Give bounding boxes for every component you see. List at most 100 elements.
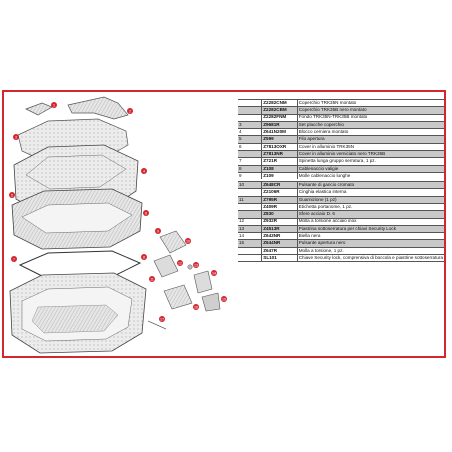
part-code: Z409R	[261, 202, 298, 211]
svg-text:14: 14	[212, 271, 216, 275]
part-number: 14	[238, 232, 263, 240]
callout-badge: 16	[193, 304, 199, 310]
aluminium-cover-icon	[67, 96, 129, 120]
part-description: Sfere acciaio D. 6	[297, 210, 444, 219]
part-number: 9	[238, 171, 263, 180]
part-description: Coperchio TRK35N montato	[297, 98, 444, 107]
callout-badge: 9	[155, 228, 161, 234]
svg-text:8: 8	[143, 255, 145, 259]
lid-rim-icon	[11, 188, 143, 250]
part-number: 3	[238, 120, 263, 129]
svg-text:16: 16	[194, 305, 198, 309]
callout-badge: 4	[141, 168, 147, 174]
part-code: Z7813NR	[261, 150, 298, 158]
svg-text:17: 17	[160, 317, 164, 321]
callout-badge: 12	[177, 260, 183, 266]
part-description: Molle cablenaccio lunghe	[297, 171, 444, 180]
base-icon	[9, 272, 147, 354]
part-description: Molla a torsione, 1 pz.	[297, 246, 444, 255]
callout-badge: 14	[211, 270, 217, 276]
part-code: SL101	[261, 254, 298, 263]
part-code: Z2282CNM	[261, 98, 298, 107]
callout-badge: 1	[51, 102, 57, 108]
part-code: Z2282FNM	[261, 113, 298, 122]
lock-components-icon	[147, 230, 221, 330]
part-number	[238, 210, 263, 219]
svg-text:6: 6	[145, 211, 147, 215]
svg-text:15: 15	[222, 297, 226, 301]
part-code: Z641N20M	[261, 128, 298, 136]
svg-text:12: 12	[178, 261, 182, 265]
svg-text:13: 13	[194, 263, 198, 267]
part-description: Cablenaccio valigie	[297, 164, 444, 173]
part-number	[238, 254, 263, 263]
top-plate-icon	[25, 102, 53, 116]
svg-text:1: 1	[53, 103, 55, 107]
part-number	[238, 106, 263, 115]
part-number	[238, 246, 263, 255]
part-number	[238, 150, 263, 158]
part-code: Z2282CBM	[261, 106, 298, 115]
callout-badge: 8	[141, 254, 147, 260]
part-number: 12	[238, 217, 263, 226]
part-code: Z721R	[261, 157, 298, 166]
part-description: Coperchio TRK35B nero montato	[297, 106, 444, 115]
part-description: Spinetta lunga gruppo serratura, 1 pz.	[297, 157, 444, 166]
part-code: Z2106R	[261, 188, 298, 197]
callout-badge: 13	[193, 262, 199, 268]
part-code: Z4513R	[261, 224, 298, 233]
part-number: 7	[238, 157, 263, 166]
callout-badge: 6	[143, 210, 149, 216]
svg-text:10: 10	[186, 239, 190, 243]
part-number	[238, 188, 263, 197]
part-description: Set placche coperchio	[297, 120, 444, 129]
part-number	[238, 202, 263, 211]
part-description: Cinghia elastica interna	[297, 188, 444, 197]
callout-badge: 15	[221, 296, 227, 302]
part-code: Z7813OXR	[261, 142, 298, 151]
diagram-frame: 1 2 3 4 5 6 7 8 9 10 11 12 13 14 15 16 1…	[2, 90, 446, 358]
part-number: 15	[238, 239, 263, 248]
part-number	[238, 113, 263, 122]
part-code: Z932R	[261, 217, 298, 226]
part-code: Z9681R	[261, 120, 298, 129]
callout-badge: 10	[185, 238, 191, 244]
part-description: Blocco cerniera montato	[297, 128, 444, 136]
part-code: Z108	[261, 164, 298, 173]
callout-badge: 2	[127, 108, 133, 114]
part-code: Z109	[261, 171, 298, 180]
svg-text:4: 4	[143, 169, 145, 173]
part-code: Z830	[261, 210, 298, 219]
svg-text:5: 5	[11, 193, 13, 197]
part-number: 10	[238, 181, 263, 189]
part-description: Guarnizione (1 pz)	[297, 195, 444, 204]
part-code: Z795R	[261, 195, 298, 204]
part-description: Fondo TRK35N-TRK35B montato	[297, 113, 444, 122]
callout-badge: 17	[159, 316, 165, 322]
svg-text:3: 3	[15, 135, 17, 139]
part-number: 4	[238, 128, 263, 136]
part-code: Z644NR	[261, 239, 298, 248]
part-number: 5	[238, 135, 263, 144]
part-description: Cover in alluminio TRK35N	[297, 142, 444, 151]
part-description: Molla a torsione acciaio inox	[297, 217, 444, 226]
